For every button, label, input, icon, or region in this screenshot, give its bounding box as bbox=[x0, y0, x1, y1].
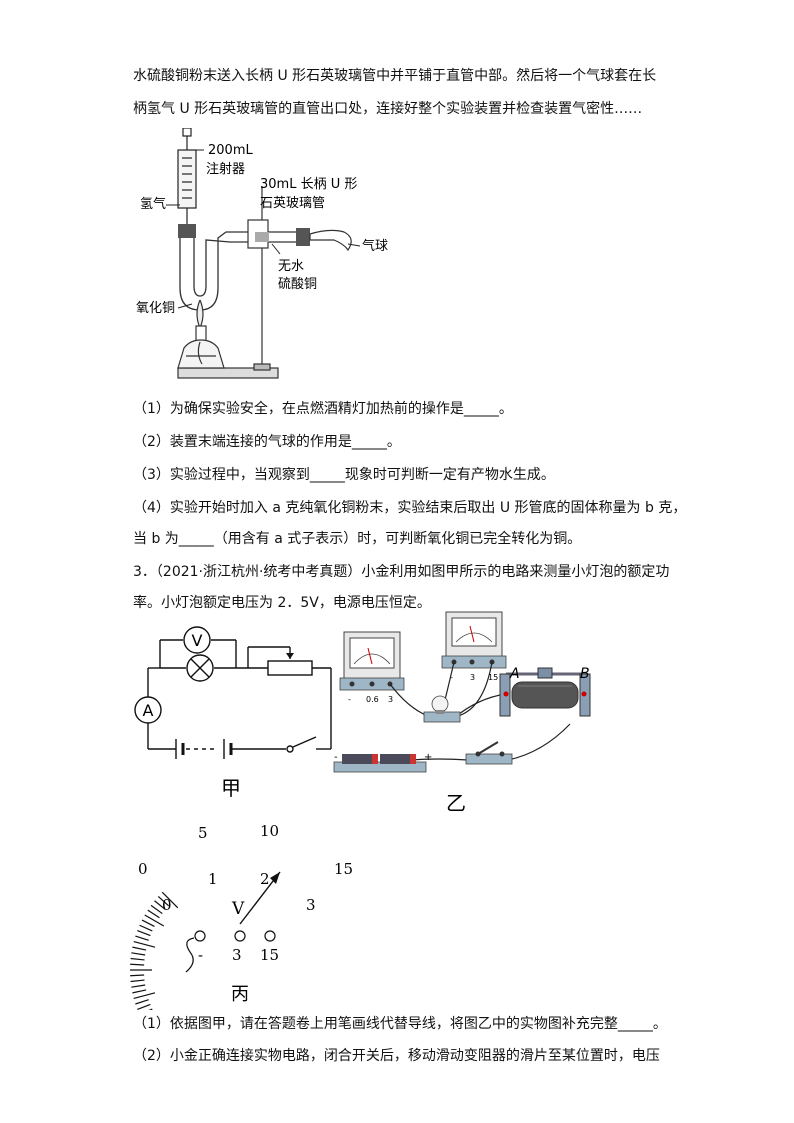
q3-heading-1: 3．（2021·浙江杭州·统考中考真题）小金利用如图甲所示的电路来测量小灯泡的额… bbox=[133, 564, 670, 580]
dial-tick bbox=[130, 957, 145, 961]
intro-line-1: 水硫酸铜粉末送入长柄 U 形石英玻璃管中并平铺于直管中部。然后将一个气球套在长 bbox=[133, 68, 657, 84]
voltmeter-terminal-15: 15 bbox=[488, 673, 498, 682]
ammeter-symbol bbox=[134, 696, 162, 724]
dial-tick bbox=[130, 974, 145, 977]
dial-tick bbox=[131, 984, 146, 988]
dial-tick bbox=[144, 914, 165, 927]
dial-tick bbox=[148, 1008, 153, 1010]
intro-line-2: 柄氢气 U 形石英玻璃管的直管出口处，连接好整个实验装置并检查装置气密性…… bbox=[133, 101, 643, 117]
upper-scale-0: 0 bbox=[138, 860, 148, 878]
outlet-stopper bbox=[296, 228, 310, 246]
dial-tick bbox=[157, 895, 170, 907]
copper-sulfate-powder bbox=[255, 232, 269, 242]
dial-ticks bbox=[130, 891, 179, 1010]
ammeter-terminal-06: 0.6 bbox=[366, 695, 379, 704]
battery-device bbox=[333, 754, 427, 773]
q2-question-4-cont: 当 b 为_____（用含有 a 式子表示）时，可判断氧化铜已完全转化为铜。 bbox=[133, 531, 582, 547]
dial-lead-wire bbox=[185, 937, 195, 973]
cuso4-label-2: 硫酸铜 bbox=[278, 277, 317, 292]
caption-yi: 乙 bbox=[446, 791, 466, 815]
dial-tick bbox=[137, 1003, 151, 1010]
ammeter-terminal-3: 3 bbox=[388, 695, 393, 704]
battery-plus: + bbox=[424, 752, 432, 763]
q2-question-1: （1）为确保实验安全，在点燃酒精灯加热前的操作是_____。 bbox=[133, 401, 513, 417]
lower-scale-0: 0 bbox=[162, 896, 172, 914]
cuo-label: 氧化铜 bbox=[136, 301, 175, 316]
upper-scale-5: 5 bbox=[198, 824, 208, 842]
tube-label-2: 石英玻璃管 bbox=[260, 196, 325, 211]
dial-tick bbox=[130, 979, 145, 983]
circuit-diagram: V A 甲 bbox=[134, 626, 332, 800]
lower-scale-3: 3 bbox=[306, 896, 316, 914]
rheostat-device bbox=[499, 667, 591, 717]
dial-tick bbox=[130, 963, 145, 966]
caption-jia: 甲 bbox=[221, 776, 241, 800]
switch-device bbox=[465, 741, 513, 765]
dial-tick bbox=[132, 989, 147, 994]
dial-terminal-15: 15 bbox=[260, 946, 279, 964]
q3-heading-2: 率。小灯泡额定电压为 2．5V，电源电压恒定。 bbox=[133, 595, 431, 611]
syringe bbox=[177, 128, 197, 224]
ammeter-terminal-neg: - bbox=[348, 695, 351, 704]
needle-tip bbox=[270, 872, 280, 884]
dial-tick bbox=[133, 940, 156, 948]
dial-tick bbox=[161, 891, 179, 909]
q3-question-1: （1）依据图甲，请在答题卷上用笔画线代替导线，将图乙中的实物图补充完整_____… bbox=[133, 1016, 667, 1032]
voltmeter-dial: 0 5 10 15 0 1 2 3 V - 3 15 丙 bbox=[130, 822, 353, 1010]
rheostat-end-b: B bbox=[580, 666, 590, 682]
voltmeter-terminal-neg: - bbox=[450, 673, 453, 682]
balloon bbox=[309, 229, 352, 252]
dial-tick bbox=[133, 992, 156, 1000]
bulb-device bbox=[423, 695, 461, 723]
dial-tick bbox=[135, 999, 149, 1005]
battery-minus: - bbox=[334, 752, 338, 763]
ammeter-letter: A bbox=[143, 701, 154, 720]
rheostat-slider bbox=[286, 653, 294, 659]
voltmeter-device bbox=[441, 611, 507, 669]
tube-label-1: 30mL 长柄 U 形 bbox=[260, 177, 357, 192]
syringe-name-label: 注射器 bbox=[206, 161, 245, 177]
dial-terminal-3: 3 bbox=[232, 946, 242, 964]
dial-tick bbox=[147, 909, 160, 919]
q2-question-4: （4）实验开始时加入 a 克纯氧化铜粉末，实验结束后取出 U 形管底的固体称量为… bbox=[133, 500, 687, 516]
rubber-stopper bbox=[178, 224, 196, 238]
dial-tick bbox=[137, 930, 151, 937]
hydrogen-label: 氢气 bbox=[140, 196, 166, 212]
physical-setup: - 0.6 3 - 3 15 A B bbox=[333, 611, 591, 815]
upper-scale-10: 10 bbox=[260, 822, 279, 840]
dial-terminal-neg: - bbox=[198, 946, 203, 964]
dial-unit: V bbox=[231, 899, 245, 919]
apparatus-figure: 200mL 注射器 氢气 30mL 长柄 U 形 石英玻璃管 无水 硫酸铜 气球… bbox=[136, 128, 388, 379]
voltmeter-terminal-3: 3 bbox=[470, 673, 475, 682]
dial-tick bbox=[150, 904, 163, 915]
ammeter-device bbox=[339, 631, 405, 691]
dial-tick bbox=[139, 924, 153, 932]
lower-scale-1: 1 bbox=[208, 870, 218, 888]
lamp-symbol bbox=[186, 654, 214, 682]
lower-scale-2: 2 bbox=[260, 870, 270, 888]
syringe-volume-label: 200mL bbox=[208, 143, 253, 158]
alcohol-lamp bbox=[177, 299, 225, 369]
q2-question-3: （3）实验过程中，当观察到_____现象时可判断一定有产物水生成。 bbox=[133, 467, 555, 483]
dial-tick bbox=[135, 935, 149, 941]
balloon-label: 气球 bbox=[362, 238, 388, 254]
voltmeter-symbol bbox=[183, 626, 211, 654]
dial-tick bbox=[141, 919, 155, 927]
caption-bing: 丙 bbox=[231, 984, 249, 1005]
dial-tick bbox=[132, 946, 147, 951]
q2-question-2: （2）装置末端连接的气球的作用是_____。 bbox=[133, 434, 401, 450]
q3-question-2: （2）小金正确连接实物电路，闭合开关后，移动滑动变阻器的滑片至某位置时，电压 bbox=[133, 1048, 660, 1064]
dial-tick bbox=[131, 952, 146, 956]
dial-tick bbox=[154, 900, 166, 911]
cuso4-label-1: 无水 bbox=[278, 259, 304, 274]
voltmeter-letter: V bbox=[192, 631, 203, 650]
upper-scale-15: 15 bbox=[334, 860, 353, 878]
rheostat-end-a: A bbox=[509, 666, 520, 682]
